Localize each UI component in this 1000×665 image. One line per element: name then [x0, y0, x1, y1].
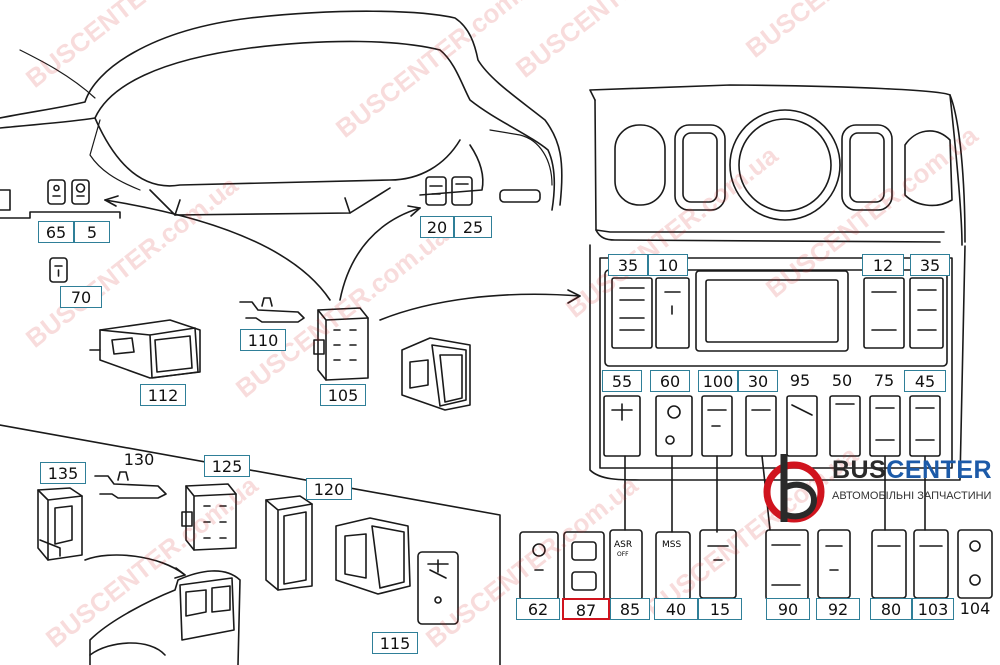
callout-45: 45: [904, 370, 946, 392]
connector-105: [313, 307, 369, 381]
callout-35-right: 35: [910, 254, 950, 276]
callout-65: 65: [38, 221, 74, 243]
center-console: [589, 84, 966, 533]
callout-80: 80: [870, 598, 912, 620]
lower-switch-strip: [519, 529, 993, 601]
logo-name: BUSCENTER: [832, 456, 992, 485]
callout-130: 130: [123, 450, 155, 469]
callout-120: 120: [306, 478, 352, 500]
callout-10: 10: [648, 254, 688, 276]
callout-25: 25: [454, 216, 492, 238]
callout-75: 75: [873, 371, 895, 390]
logo-name-bus: BUS: [832, 456, 887, 484]
callout-arrows: [104, 195, 581, 321]
callout-135: 135: [40, 462, 86, 484]
callout-105: 105: [320, 384, 366, 406]
callout-15: 15: [698, 598, 742, 620]
callout-40: 40: [654, 598, 698, 620]
callout-5: 5: [74, 221, 110, 243]
callout-87-highlighted: 87: [562, 598, 610, 620]
callout-12: 12: [862, 254, 904, 276]
buscenter-logo: BUSCENTER АВТОМОБІЛЬНІ ЗАПЧАСТИНИ: [762, 448, 992, 528]
callout-112: 112: [140, 384, 186, 406]
callout-115: 115: [372, 632, 418, 654]
mss-switch-label: MSS: [662, 540, 682, 550]
asr-switch-label: ASR: [614, 540, 633, 550]
asr-off-label: OFF: [617, 551, 629, 558]
callout-50: 50: [831, 371, 853, 390]
callout-92: 92: [816, 598, 860, 620]
connector-125: [181, 483, 237, 551]
callout-60: 60: [650, 370, 690, 392]
callout-62: 62: [516, 598, 560, 620]
van-illustration: [84, 554, 241, 665]
callout-110: 110: [240, 329, 286, 351]
callout-30: 30: [738, 370, 778, 392]
callout-55: 55: [602, 370, 642, 392]
callout-85: 85: [610, 598, 650, 620]
callout-90: 90: [766, 598, 810, 620]
instrument-cluster: [0, 10, 563, 219]
frame-120: [265, 495, 313, 591]
switch-70: [49, 257, 68, 283]
callout-70: 70: [60, 286, 102, 308]
callout-100: 100: [698, 370, 738, 392]
switch-unit: [335, 517, 411, 595]
inset-frame: [0, 424, 501, 665]
callout-104: 104: [959, 599, 991, 618]
callout-20: 20: [420, 216, 454, 238]
switch-115: [417, 551, 459, 625]
callout-125: 125: [204, 455, 250, 477]
callout-103: 103: [912, 598, 954, 620]
logo-name-center: CENTER: [886, 456, 993, 484]
switch-20-25: [425, 176, 473, 206]
rocker-switch: [401, 337, 471, 411]
switch-65-5: [47, 179, 90, 205]
callout-95: 95: [789, 371, 811, 390]
terminal-130: [94, 471, 167, 499]
terminal-110: [239, 297, 305, 323]
callout-35: 35: [608, 254, 648, 276]
bracket-135: [37, 487, 83, 561]
logo-tagline: АВТОМОБІЛЬНІ ЗАПЧАСТИНИ: [832, 490, 992, 502]
switch-112: [89, 319, 201, 379]
buscenter-logo-icon: [763, 454, 825, 523]
